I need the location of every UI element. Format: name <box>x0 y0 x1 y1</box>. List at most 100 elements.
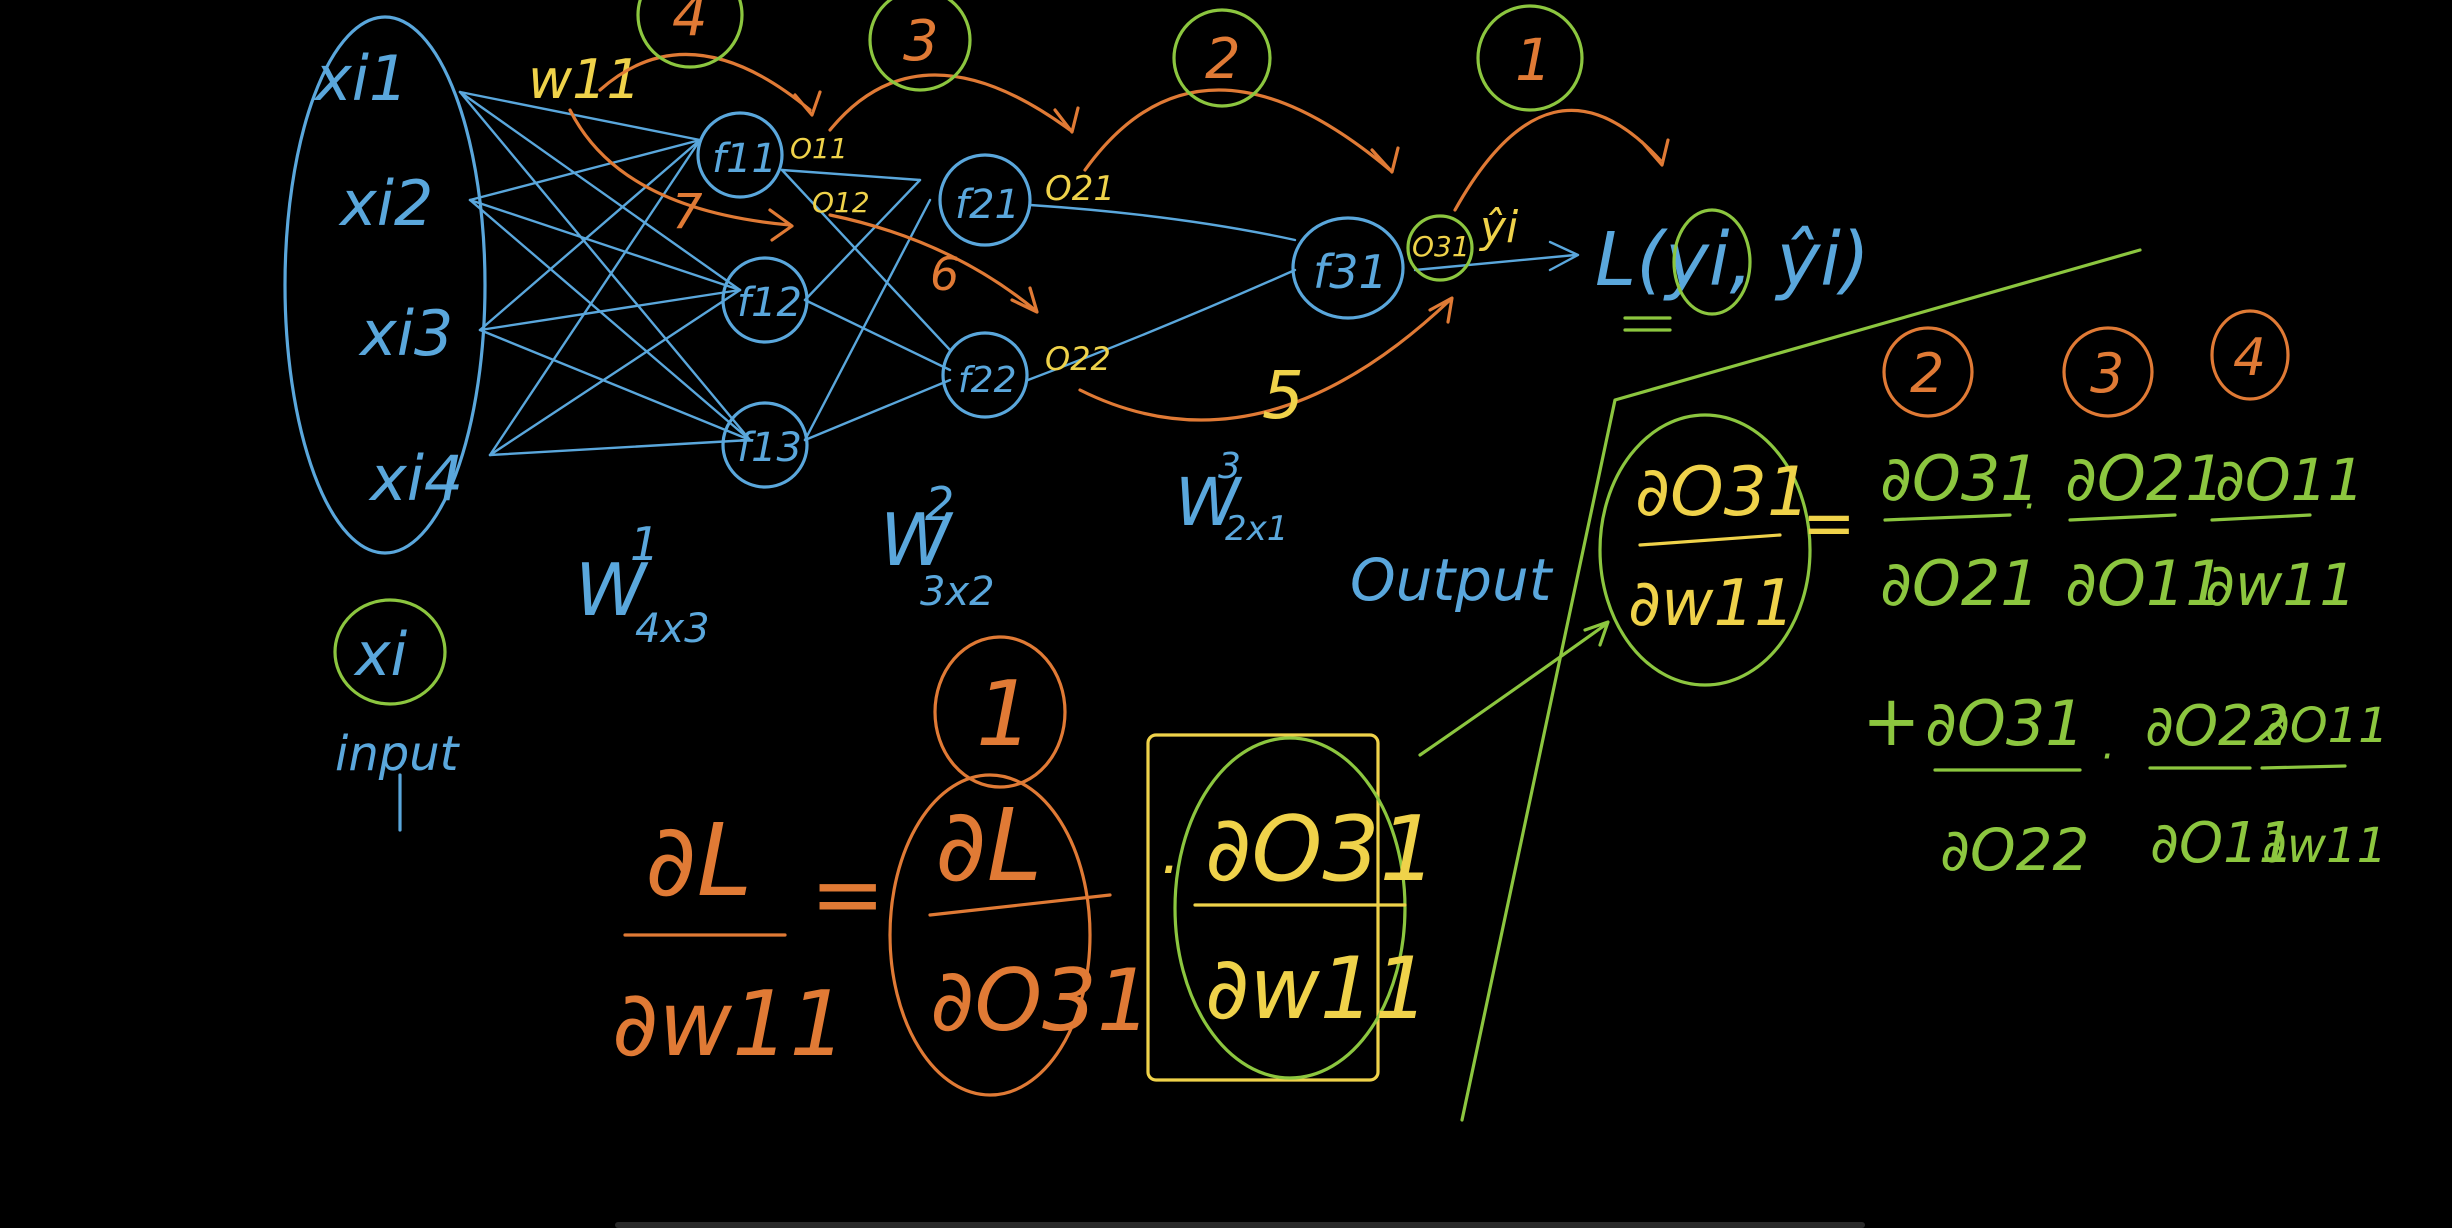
node-f22-label: f22 <box>958 360 1016 401</box>
exp-r2-t2-num: ∂O22 <box>2145 694 2289 759</box>
w1-sup: 1 <box>630 517 659 571</box>
w3-symbol: W <box>1175 464 1243 541</box>
path-num-1: 1 <box>1515 26 1552 94</box>
expansion-connector <box>1418 248 2142 1122</box>
output-layer: f31 Output <box>1291 216 1554 614</box>
loss-function: L(yi, ŷi) <box>1595 208 1870 332</box>
eq-term2-num: ∂O31 <box>1205 797 1437 902</box>
exp-lhs-bar <box>1638 533 1782 547</box>
input-xi-label: xi <box>353 620 408 690</box>
connector-arrow <box>1418 620 1610 757</box>
o31-circle <box>1406 214 1474 282</box>
node-f11 <box>696 111 784 199</box>
exp-r1-t1-den: ∂O21 <box>1880 547 2040 620</box>
exp-r1-t1-num: ∂O31 <box>1880 442 2040 515</box>
label-w11: w11 <box>528 48 641 111</box>
edge-labels: O11 O12 O21 O22 O31 ŷi w11 <box>528 48 1519 378</box>
eq-term1-num: ∂L <box>935 787 1042 904</box>
loss-underline <box>1623 316 1672 332</box>
eq-dot: · <box>1158 835 1177 905</box>
eq-equals: = <box>810 842 885 947</box>
label-o21: O21 <box>1045 169 1115 209</box>
exp-r2-t3-num: ∂O11 <box>2265 698 2389 754</box>
node-f11-label: f11 <box>712 136 777 182</box>
input-xi4: xi4 <box>368 442 463 515</box>
path-annotations: 4 3 2 1 7 6 5 <box>568 0 1670 434</box>
main-equation: ∂L ∂w11 = 1 ∂L ∂O31 · ∂O31 ∂w11 <box>612 635 1437 1097</box>
circle-1 <box>1476 4 1584 112</box>
arc-4 <box>598 52 822 117</box>
eq-lhs-den: ∂w11 <box>612 972 847 1077</box>
exp-equals: = <box>1802 487 1856 561</box>
eq-term2-box <box>1146 733 1380 1082</box>
input-caption: input <box>335 726 461 782</box>
w2-symbol: W <box>880 498 954 582</box>
arc-6 <box>828 213 1039 314</box>
exp-r1-t2-bar <box>2068 513 2177 522</box>
input-xi1: xi1 <box>313 42 408 115</box>
exp-tag-4: 4 <box>2233 328 2266 388</box>
path-num-5: 5 <box>1262 357 1304 434</box>
eq-term1-tag: 1 <box>976 662 1033 767</box>
exp-tag-3: 3 <box>2090 342 2124 405</box>
exp-tag-3-circle <box>2062 326 2154 418</box>
output-caption: Output <box>1350 546 1554 614</box>
node-f13 <box>721 401 809 489</box>
w3-sup: 3 <box>1218 446 1241 487</box>
exp-r1-t3-num: ∂O11 <box>2215 446 2364 514</box>
eq-term1-circle <box>888 773 1092 1097</box>
w1-symbol: W <box>575 548 649 632</box>
label-o31: O31 <box>1412 230 1470 263</box>
exp-tag-2: 2 <box>1910 342 1944 405</box>
loss-yi-circle <box>1672 208 1752 316</box>
w2-sub: 3x2 <box>920 569 995 615</box>
exp-r2-t1-num: ∂O31 <box>1925 687 2085 760</box>
arc-3 <box>828 73 1080 134</box>
edges-input-to-hidden1 <box>458 90 752 457</box>
circle-2 <box>1172 8 1272 108</box>
node-f31 <box>1291 216 1405 320</box>
hidden-layer-1: f11 f12 f13 <box>696 111 809 489</box>
input-xi2: xi2 <box>338 167 433 240</box>
eq-lhs-num: ∂L <box>645 802 752 919</box>
exp-r2-t3-bar <box>2260 764 2347 770</box>
eq-term2-den: ∂w11 <box>1205 939 1429 1039</box>
node-f21 <box>938 153 1032 247</box>
path-num-3: 3 <box>903 9 939 74</box>
node-f22 <box>941 331 1029 419</box>
arc-7 <box>568 108 794 242</box>
input-layer: xi1 xi2 xi3 xi4 xi input <box>283 15 487 832</box>
path-num-7: 7 <box>672 184 703 240</box>
horizontal-scrollbar[interactable] <box>615 1222 1865 1228</box>
circle-4 <box>636 0 744 69</box>
edges-hidden2-to-output <box>1026 203 1580 382</box>
label-o12: O12 <box>812 186 870 219</box>
node-f12-label: f12 <box>737 280 802 326</box>
exp-lhs-circle <box>1598 413 1812 687</box>
input-xi-circle <box>333 598 447 706</box>
exp-lhs-den: ∂w11 <box>1628 567 1795 641</box>
label-o11: O11 <box>790 132 848 165</box>
exp-r1-t1-bar <box>1883 513 2012 522</box>
w3-sub: 2x1 <box>1225 509 1288 549</box>
eq-term1-bar <box>928 893 1112 917</box>
w1-sub: 4x3 <box>635 606 710 652</box>
path-num-2: 2 <box>1205 27 1241 92</box>
input-xi3: xi3 <box>358 297 453 370</box>
eq-term1-den: ∂O31 <box>930 951 1152 1051</box>
node-f13-label: f13 <box>737 425 802 471</box>
label-o22: O22 <box>1045 340 1111 378</box>
path-num-4: 4 <box>672 0 708 49</box>
arc-2 <box>1083 88 1400 174</box>
exp-r2-t3-den: ∂w11 <box>2262 818 2387 874</box>
exp-r1-dot1: · <box>2022 484 2035 530</box>
weight-matrices: W 1 4x3 W 2 3x2 W 3 2x1 <box>575 446 1288 652</box>
circle-3 <box>868 0 972 92</box>
exp-r1-t2-num: ∂O21 <box>2065 442 2225 515</box>
w2-sup: 2 <box>925 477 954 531</box>
label-y-hat: ŷi <box>1478 202 1519 253</box>
eq-term1-tag-circle <box>933 635 1067 789</box>
exp-r2-t1-den: ∂O22 <box>1940 816 2089 884</box>
expansion: ∂O31 ∂w11 = 2 3 4 ∂O31 ∂O21 · ∂O21 ∂O11 … <box>1598 309 2389 884</box>
